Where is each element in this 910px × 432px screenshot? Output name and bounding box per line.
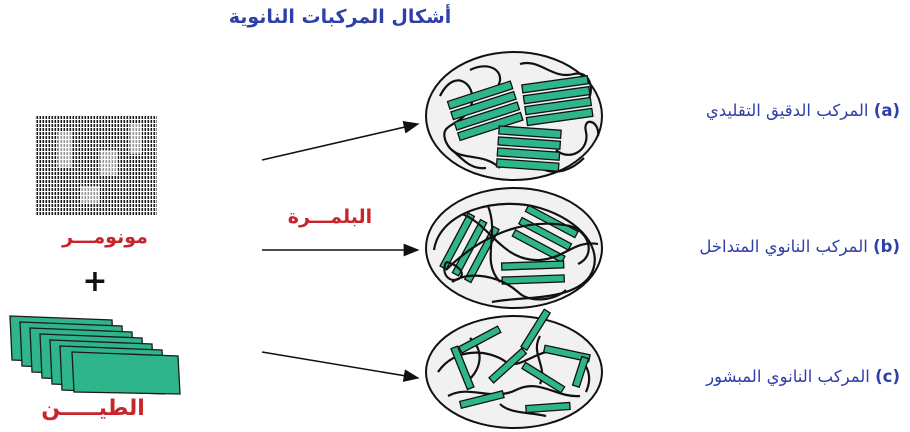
monomer-graphic bbox=[35, 116, 157, 216]
composite-a-graphic bbox=[426, 52, 602, 180]
monomer-label: مونومـــر bbox=[20, 226, 190, 248]
arrow-c bbox=[262, 352, 418, 378]
caption-microcomposite: (a) المركب الدقيق التقليدي bbox=[610, 101, 900, 120]
plus-sign: + bbox=[75, 264, 115, 299]
composite-c-graphic bbox=[426, 309, 602, 428]
caption-letter-c: (c) bbox=[875, 367, 900, 386]
caption-text-a: المركب الدقيق التقليدي bbox=[706, 101, 869, 120]
caption-letter-a: (a) bbox=[874, 101, 900, 120]
caption-text-c: المركب النانوي المبشور bbox=[706, 367, 870, 386]
arrow-a bbox=[262, 124, 418, 160]
clay-graphic bbox=[10, 316, 180, 394]
composite-b-graphic bbox=[426, 188, 602, 308]
polymerization-label: البلمـــرة bbox=[270, 206, 390, 228]
caption-text-b: المركب النانوي المتداخل bbox=[699, 237, 868, 256]
caption-exfoliated: (c) المركب النانوي المبشور bbox=[610, 367, 900, 386]
clay-label: الطيـــــن bbox=[38, 396, 148, 421]
caption-intercalated: (b) المركب النانوي المتداخل bbox=[610, 237, 900, 256]
caption-letter-b: (b) bbox=[873, 237, 900, 256]
